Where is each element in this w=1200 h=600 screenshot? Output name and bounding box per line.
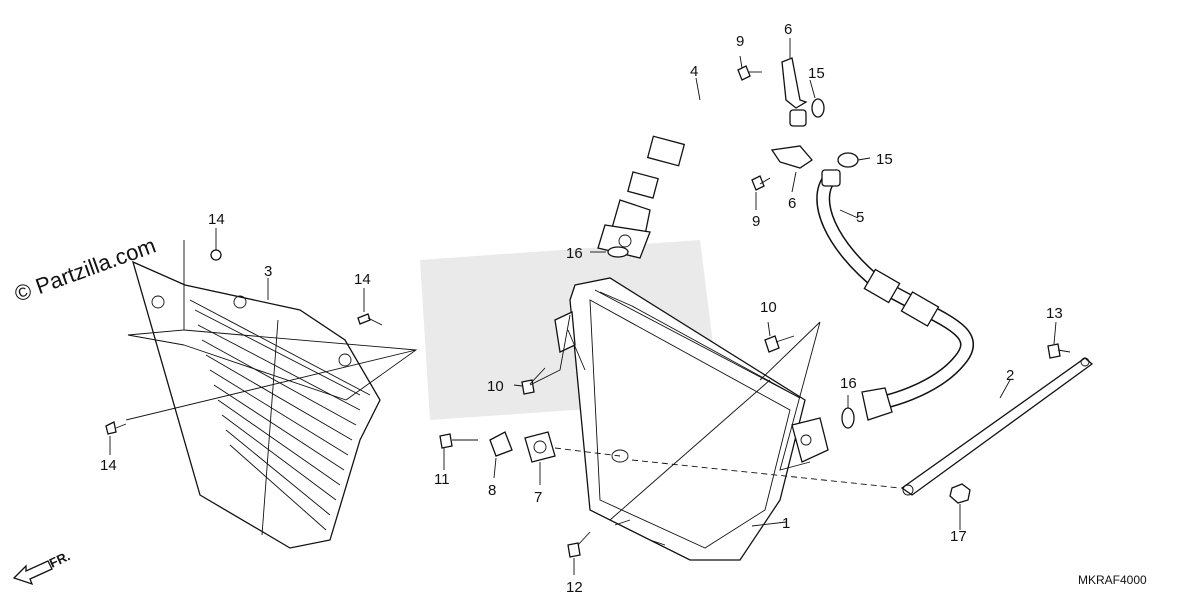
label-16-right: 16	[840, 375, 857, 392]
label-8: 8	[488, 482, 496, 499]
front-direction-indicator: FR.	[12, 548, 72, 586]
o-rings	[607, 98, 859, 429]
fasteners	[105, 65, 1071, 558]
label-10-right: 10	[760, 299, 777, 316]
front-label: FR.	[47, 548, 72, 570]
label-17: 17	[950, 528, 967, 545]
label-4: 4	[690, 63, 698, 80]
label-2: 2	[1006, 367, 1014, 384]
leader-lines	[109, 38, 1057, 575]
label-11: 11	[434, 471, 450, 488]
label-14-left: 14	[100, 457, 117, 474]
label-9-mid: 9	[752, 213, 760, 230]
label-15-mid: 15	[876, 151, 893, 168]
lower-hose	[816, 169, 974, 421]
label-6-mid: 6	[788, 195, 796, 212]
label-16-left: 16	[566, 245, 583, 262]
label-3: 3	[264, 263, 272, 280]
label-14-top: 14	[208, 211, 225, 228]
cover-louvers	[194, 309, 361, 536]
radiator	[554, 277, 829, 561]
label-10-left: 10	[487, 378, 504, 395]
label-9-top: 9	[736, 33, 744, 50]
label-13: 13	[1046, 305, 1063, 322]
label-7: 7	[534, 489, 542, 506]
label-12: 12	[566, 579, 583, 596]
clamp-plates	[770, 57, 813, 169]
label-14-mid: 14	[354, 271, 371, 288]
label-6-top: 6	[784, 21, 792, 38]
diagram-code: MKRAF4000	[1078, 573, 1147, 587]
radiator-stay	[900, 357, 1094, 496]
label-1: 1	[782, 515, 790, 532]
part-labels: 1 2 3 4 5 6 6 7 8 9 9 10 10 11 12 13 14 …	[100, 21, 1063, 596]
radiator-cover	[131, 260, 381, 549]
front-arrow-icon	[12, 560, 53, 586]
label-5: 5	[856, 209, 864, 226]
upper-hose	[597, 98, 807, 259]
label-15-top: 15	[808, 65, 825, 82]
